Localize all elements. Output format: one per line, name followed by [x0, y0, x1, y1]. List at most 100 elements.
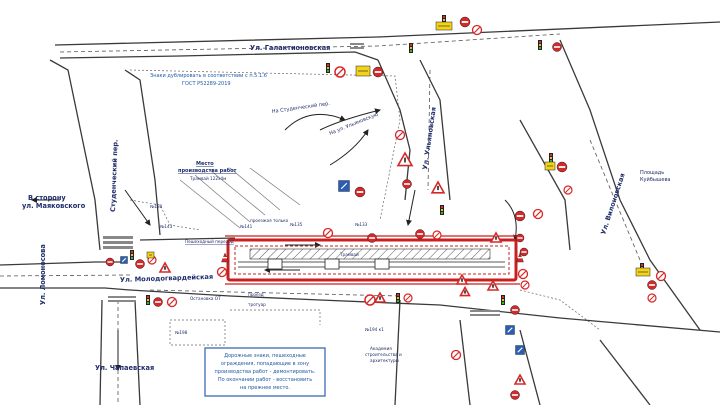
label-traffic-only: проезжая только [250, 218, 289, 223]
barrier-cone-icon [221, 252, 229, 263]
warning-sign-icon [455, 273, 469, 285]
warning-sign-icon [373, 291, 387, 303]
prohibition-sign-icon [655, 270, 667, 282]
note-line-1: Дорожные знаки, пешеходные [224, 353, 306, 359]
yellow-direction-sign-icon [435, 21, 453, 31]
no-entry-sign-icon [510, 390, 520, 400]
warning-sign-icon [489, 231, 503, 243]
label-towards-2: ул. Маяковского [22, 202, 86, 210]
prohibition-sign-icon [471, 24, 483, 36]
yellow-direction-sign-icon [544, 161, 556, 171]
prohibition-sign-icon [450, 349, 462, 361]
label-pedestrian-crossing: Пешеходный переход [185, 239, 234, 244]
label-lomonosova: Ул. Ломоносова [39, 244, 47, 305]
ulyanovskaya-edge-east [419, 59, 451, 201]
prohibition-sign-icon [517, 268, 529, 280]
prohibition-sign-icon [647, 293, 657, 303]
label-b135: №135 [290, 222, 303, 227]
lomonosova-edge [99, 299, 103, 405]
label-tram-track: Трамвай 122х4м [189, 176, 226, 181]
warning-sign-icon [430, 180, 446, 194]
yellow-direction-sign-icon [146, 251, 155, 259]
prohibition-sign-icon [563, 185, 573, 195]
note-box: Дорожные знаки, пешеходные ограждения, п… [204, 347, 326, 397]
work-zone-inner [234, 245, 510, 275]
label-stop: Остановка ОТ [190, 296, 221, 301]
tram-track-hatch [249, 248, 491, 260]
road-signs [105, 15, 667, 400]
label-duplicate-2: ГОСТ Р52289-2019 [182, 81, 231, 87]
building-outlines [129, 69, 601, 346]
label-to-studencheskiy: На Студенческий пер. [271, 100, 330, 115]
info-sign-icon [505, 325, 515, 335]
label-molodogvardeyskaya: Ул. Молодогвардейская [120, 273, 214, 284]
label-passage: проезд [248, 292, 264, 297]
labels: Ул. Галактионовская Ул. Ульяновская Ул. … [22, 44, 670, 372]
label-academy-3: архитектуры [370, 358, 399, 363]
no-entry-sign-icon [415, 229, 425, 239]
ulyanovskaya-edge-west [377, 59, 411, 201]
courtyard-hatching [179, 167, 301, 229]
no-entry-sign-icon [105, 257, 115, 267]
label-academy-1: Академия [370, 346, 392, 351]
info-sign-icon [515, 345, 525, 355]
label-tram: Трамвай [339, 252, 359, 257]
traffic-light-icon [146, 295, 150, 305]
no-entry-sign-icon [372, 66, 384, 78]
note-line-3: производства работ - демонтировать. [215, 369, 316, 375]
no-entry-sign-icon [135, 259, 145, 269]
no-entry-sign-icon [552, 42, 562, 52]
traffic-light-icon [409, 43, 413, 53]
no-entry-sign-icon [354, 186, 366, 198]
warning-sign-icon [486, 279, 500, 291]
no-entry-sign-icon [367, 233, 377, 243]
no-entry-sign-icon [510, 305, 520, 315]
label-b133: №133 [355, 222, 368, 227]
label-square-title: Площадь [640, 170, 664, 176]
note-line-2: ограждения, попадающие в зону [221, 361, 309, 367]
label-work-site-1: Место [196, 161, 214, 167]
label-duplicate-1: Знаки дублировать в соответствии с п.5.1… [150, 73, 267, 79]
label-b143: №143 [160, 224, 173, 229]
vilonovskaya-edge-east [559, 39, 701, 331]
tram-car-2 [324, 258, 340, 270]
traffic-light-icon [396, 293, 400, 303]
studencheskiy-edge-west [49, 59, 101, 251]
traffic-light-icon [440, 205, 444, 215]
traffic-light-icon [326, 63, 330, 73]
traffic-light-icon [130, 250, 134, 260]
no-entry-sign-icon [556, 161, 568, 173]
prohibition-sign-icon [403, 293, 413, 303]
warning-sign-icon [459, 285, 471, 297]
prohibition-sign-icon [216, 266, 228, 278]
prohibition-sign-icon [532, 208, 544, 220]
no-entry-sign-icon [519, 247, 529, 257]
label-towards-1: В сторону [28, 194, 66, 202]
label-academy-2: строительства и [365, 352, 402, 357]
warning-sign-icon [158, 261, 172, 273]
label-to-ulyanovskaya: На ул. Ульяновскую [329, 112, 380, 137]
galaktionovskaya-edge-south [59, 51, 379, 61]
tram-car-3 [374, 258, 390, 270]
prohibition-sign-icon [394, 129, 406, 141]
no-entry-sign-icon [515, 233, 525, 243]
label-walkway: тротуар [248, 302, 266, 307]
label-b141: №141 [240, 224, 253, 229]
label-studencheskiy: Студенческий пер. [109, 139, 120, 212]
prohibition-sign-icon [166, 296, 178, 308]
prohibition-sign-icon [364, 294, 376, 306]
traffic-light-icon [538, 40, 542, 50]
traffic-light-icon [549, 153, 553, 163]
note-line-5: на прежнее место. [240, 385, 291, 391]
molodogvardeyskaya-edge-south [0, 287, 131, 291]
crosswalks [103, 43, 500, 316]
prohibition-sign-icon [322, 227, 334, 239]
tram-car-1 [267, 258, 283, 270]
yellow-direction-sign-icon [635, 267, 651, 277]
warning-sign-icon [513, 373, 527, 385]
traffic-light-icon [501, 295, 505, 305]
label-ulyanovskaya: Ул. Ульяновская [421, 106, 438, 170]
info-sign-icon [120, 256, 128, 264]
